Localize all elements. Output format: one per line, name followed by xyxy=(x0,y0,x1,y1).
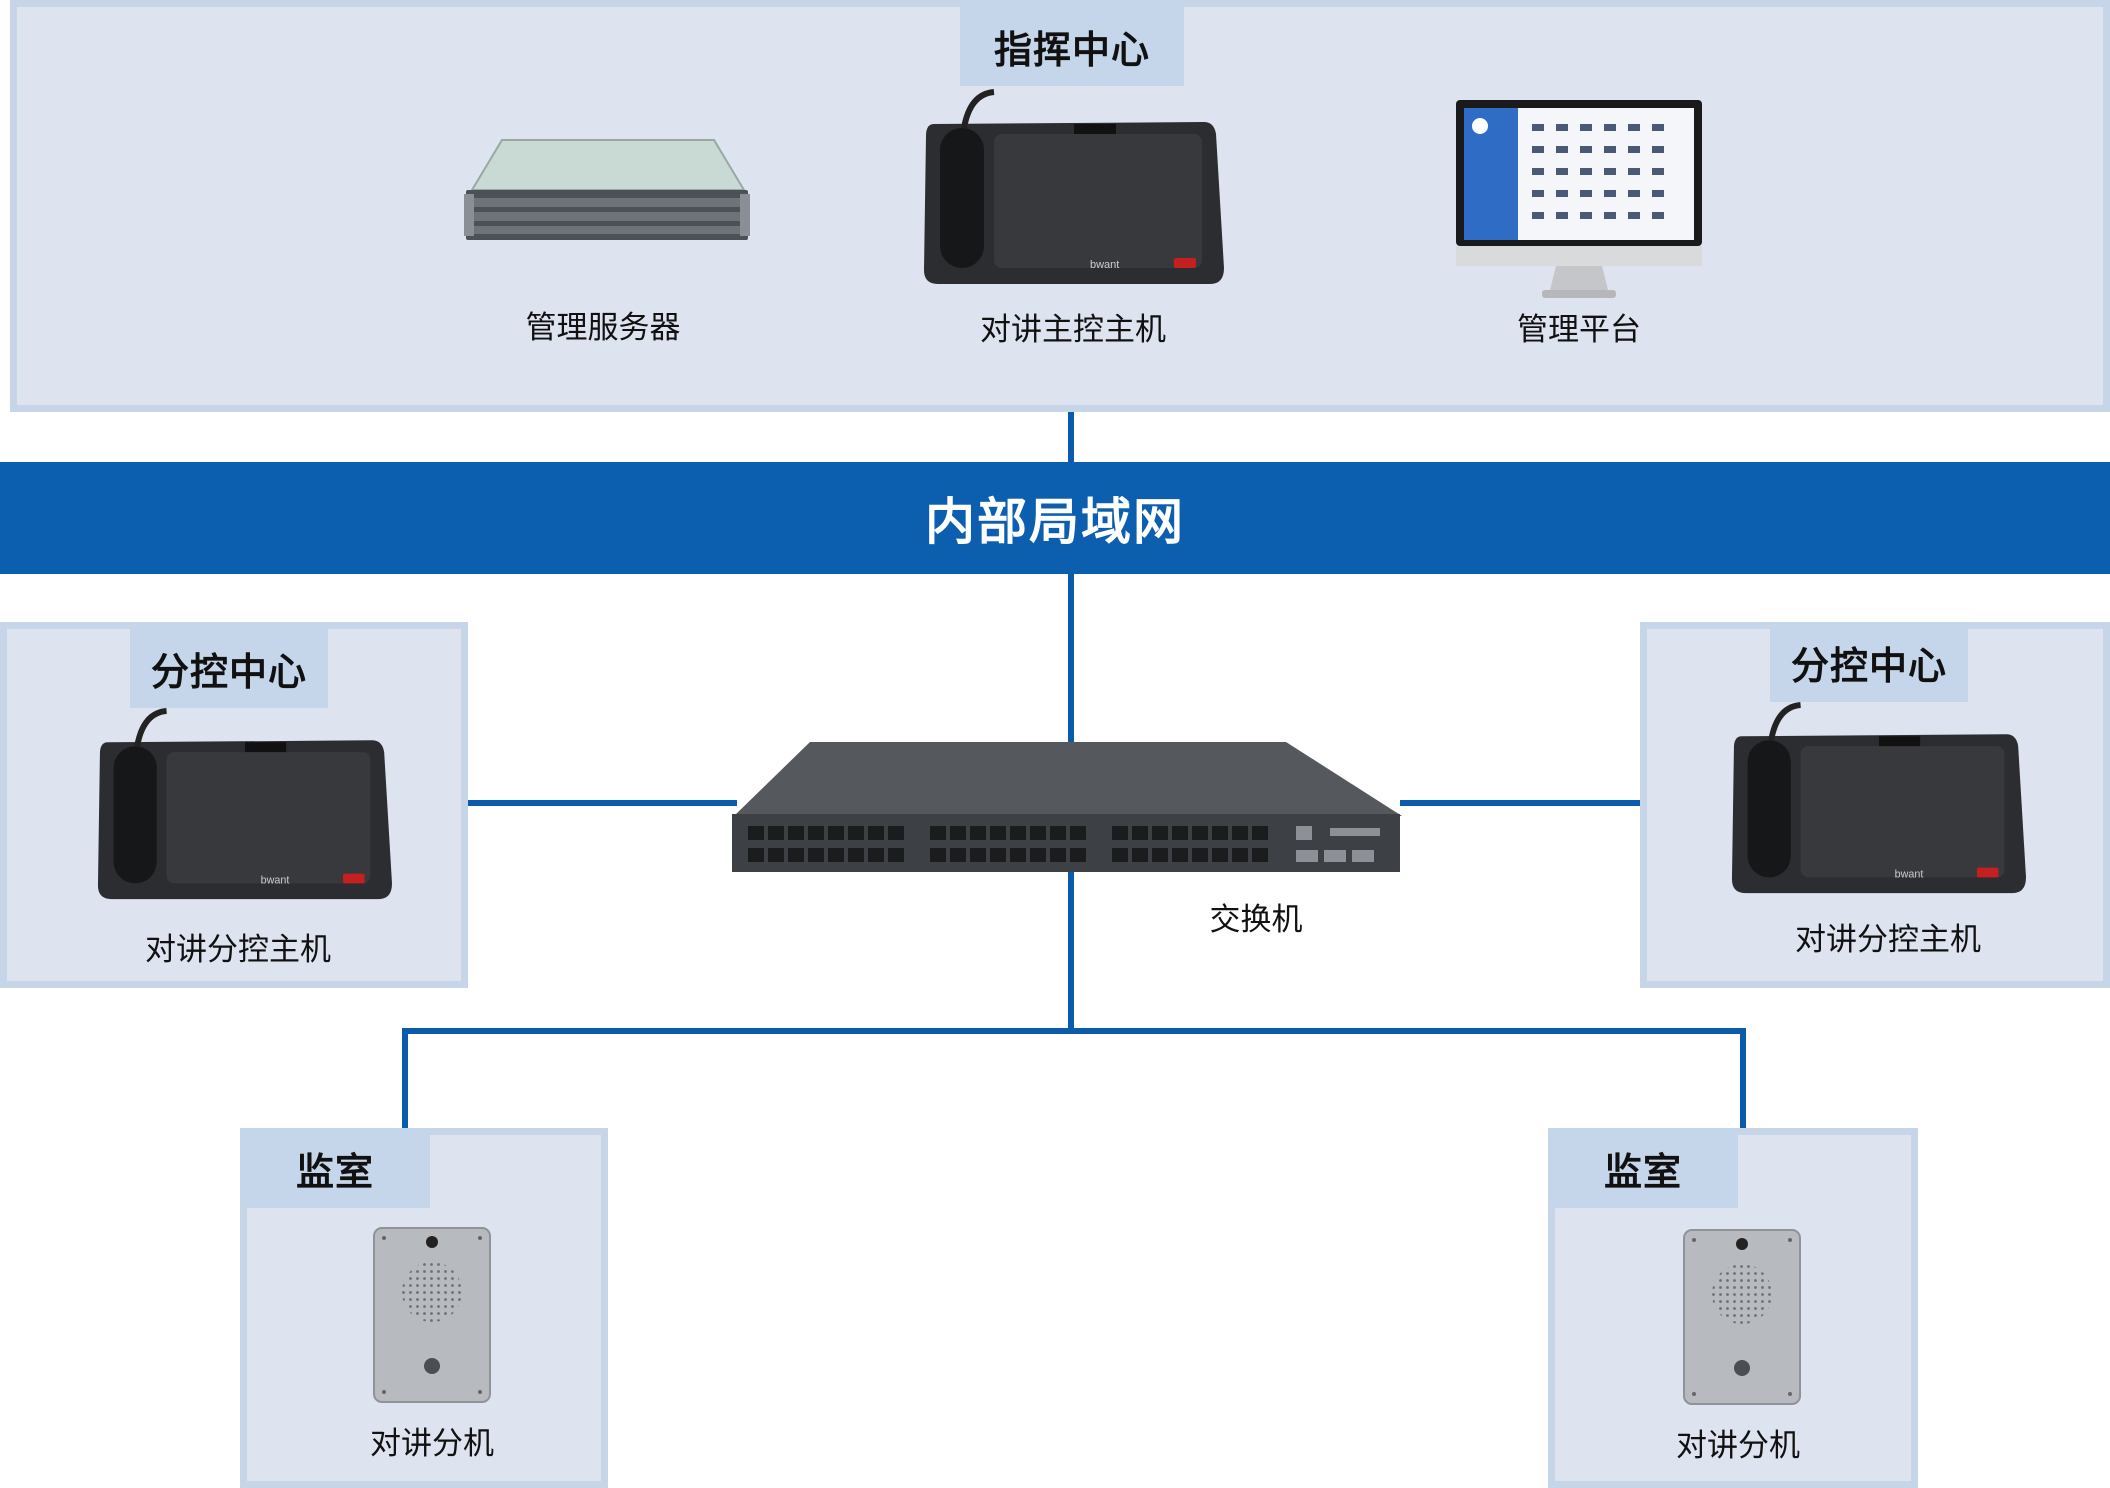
link-cells-horizontal xyxy=(402,1028,1746,1034)
intercom-console-icon: bwant xyxy=(1731,701,2026,894)
cell-left-device-label: 对讲分机 xyxy=(370,1426,494,1462)
svg-text:bwant: bwant xyxy=(1895,868,1924,880)
link-cell-left xyxy=(402,1028,408,1130)
sub-center-right-title: 分控中心 xyxy=(1770,622,1968,702)
sub-center-left-title: 分控中心 xyxy=(130,628,328,708)
lan-label: 内部局域网 xyxy=(925,493,1185,551)
link-cell-right xyxy=(1740,1028,1746,1130)
intercom-console-icon: bwant xyxy=(97,707,392,900)
link-switch-left xyxy=(467,800,737,806)
cell-right-title: 监室 xyxy=(1548,1128,1738,1208)
main-console-label: 对讲主控主机 xyxy=(980,312,1166,348)
svg-text:bwant: bwant xyxy=(1090,259,1119,271)
server-label: 管理服务器 xyxy=(525,310,681,346)
lan-banner: 内部局域网 xyxy=(0,462,2110,574)
link-command-to-lan xyxy=(1068,410,1074,464)
monitor-icon xyxy=(1456,100,1702,298)
network-switch-icon xyxy=(732,742,1402,872)
switch-label: 交换机 xyxy=(1209,902,1303,938)
command-center-title: 指挥中心 xyxy=(960,6,1184,86)
sub-center-left-device-label: 对讲分控主机 xyxy=(145,932,331,968)
cell-left-title: 监室 xyxy=(240,1128,430,1208)
server-icon xyxy=(464,139,750,240)
link-switch-right xyxy=(1400,800,1642,806)
cell-right-device-label: 对讲分机 xyxy=(1676,1428,1800,1464)
platform-label: 管理平台 xyxy=(1517,312,1641,348)
sub-center-right-device-label: 对讲分控主机 xyxy=(1795,922,1981,958)
intercom-panel-icon xyxy=(1683,1229,1801,1405)
intercom-console-icon: bwant xyxy=(924,89,1224,284)
svg-text:bwant: bwant xyxy=(261,874,290,886)
intercom-panel-icon xyxy=(373,1227,491,1403)
